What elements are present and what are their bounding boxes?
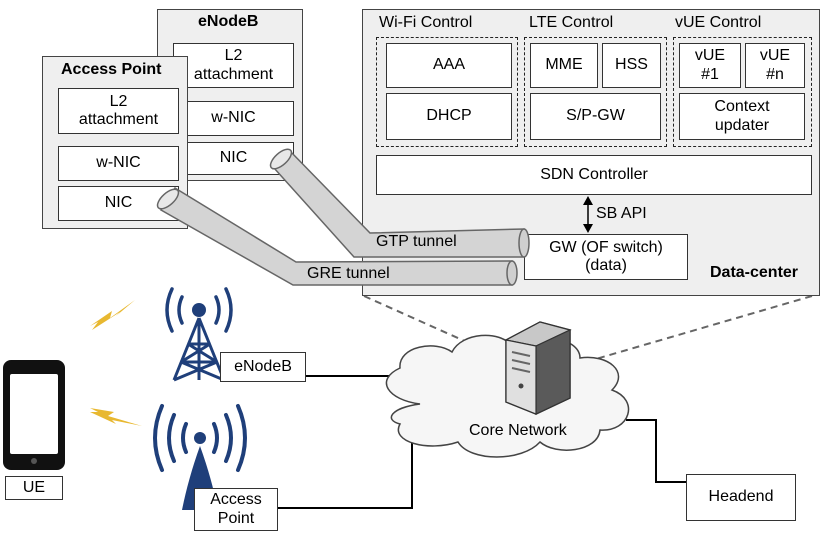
dhcp-box: DHCP [386,93,512,140]
enodeb-wnic-box: w-NIC [173,101,294,136]
core-network-label: Core Network [469,422,567,439]
enodeb-node-label: eNodeB [220,352,306,382]
hss-box: HSS [602,43,661,88]
ap-l2-line1: L2 [109,92,128,110]
ue-label: UE [5,476,63,500]
vue1-index: #1 [701,65,719,83]
enodeb-l2-line1: L2 [224,47,243,65]
ap-l2-attachment-box: L2 attachment [58,88,179,134]
vuen-index: #n [766,65,784,83]
wifi-control-title: Wi-Fi Control [379,14,473,31]
access-point-node-label: Access Point [194,488,278,531]
vuen-box: vUE #n [745,43,805,88]
sb-api-label: SB API [596,205,647,222]
gtp-tunnel-end [269,148,293,170]
context-updater-box: Context updater [679,93,805,140]
gtp-tunnel-mouth [518,228,530,258]
gre-tunnel-end [156,188,180,210]
headend-box: Headend [686,474,796,521]
ap-nic-box: NIC [58,186,179,221]
vuen-label: vUE [759,47,791,65]
access-point-line1: Access [210,491,262,509]
zoom-line-right [564,295,813,369]
vue-control-group [673,37,812,147]
spgw-box: S/P-GW [530,93,661,140]
context-updater-line2: updater [714,116,770,134]
aaa-box: AAA [386,43,512,88]
enodeb-l2-attachment-box: L2 attachment [173,43,294,88]
gre-tunnel-label: GRE tunnel [307,265,390,282]
lightning-icon [90,408,142,426]
gre-tunnel-mouth [506,260,518,286]
vue1-label: vUE [694,47,726,65]
vue-control-title: vUE Control [675,14,762,31]
datacenter-label: Data-center [710,264,799,281]
access-point-line2: Point [217,509,255,527]
gw-box: GW (OF switch) (data) [524,234,688,280]
mme-box: MME [530,43,598,88]
gw-line1: GW (OF switch) [549,238,663,256]
ap-link [278,430,413,509]
lte-control-group [524,37,667,147]
sdn-controller-box: SDN Controller [376,155,812,195]
ap-l2-line2: attachment [78,111,159,128]
enodeb-panel-title: eNodeB [198,13,259,30]
gtp-tunnel-label: GTP tunnel [376,233,457,250]
lightning-icon [90,300,135,330]
zoom-line-left [363,295,508,361]
ap-panel-title: Access Point [61,61,162,78]
ap-wnic-box: w-NIC [58,146,179,181]
lte-control-title: LTE Control [529,14,614,31]
gw-line2: (data) [585,257,627,274]
context-updater-line1: Context [714,98,770,116]
wifi-control-group [376,37,518,147]
enodeb-l2-line2: attachment [193,65,274,83]
vue1-box: vUE #1 [679,43,741,88]
headend-link [626,419,686,483]
